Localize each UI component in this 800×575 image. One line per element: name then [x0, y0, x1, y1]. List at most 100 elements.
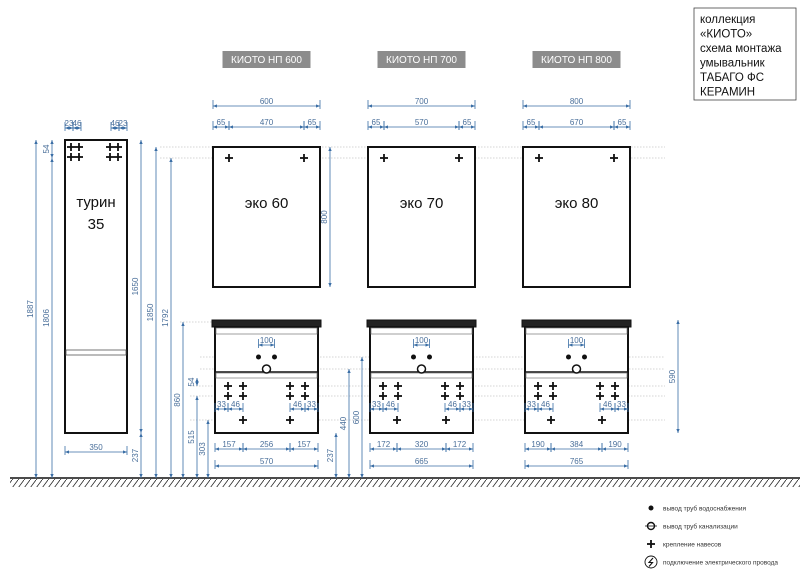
mount-cross-icon — [611, 392, 619, 400]
dim-1850: 1850 — [146, 303, 155, 321]
drain-circle-icon — [416, 364, 427, 374]
mount-cross-icon — [596, 382, 604, 390]
dim-54-vanity: 54 — [187, 377, 196, 386]
dim-vanity-width: 665 — [415, 457, 429, 466]
dim-vanity-width: 570 — [260, 457, 274, 466]
mount-cross-icon — [286, 392, 294, 400]
title-line: ТАБАГО ФС — [700, 72, 764, 84]
mount-cross-icon — [67, 153, 75, 161]
dim-bottom-left: 157 — [222, 440, 236, 449]
mount-cross-icon — [442, 416, 450, 424]
dim-bottom-middle: 256 — [260, 440, 274, 449]
dim-vanity-width: 765 — [570, 457, 584, 466]
mount-cross-icon — [394, 382, 402, 390]
dim-mirror-width: 800 — [570, 97, 584, 106]
mount-cross-icon — [598, 416, 606, 424]
dim-bottom-left: 172 — [377, 440, 391, 449]
dim-23-right: 23 — [119, 119, 128, 128]
dim-mirror-middle: 470 — [260, 118, 274, 127]
water-supply-dot-icon — [566, 354, 571, 360]
dim-mount-b-right: 46 — [603, 400, 612, 409]
countertop — [521, 319, 632, 328]
dim-mirror-height: 800 — [320, 210, 329, 224]
mount-cross-icon — [596, 392, 604, 400]
mount-cross-icon — [441, 392, 449, 400]
mount-cross-icon — [114, 143, 122, 151]
dim-mount-b-left: 46 — [231, 400, 240, 409]
dim-mount-a-right: 33 — [617, 400, 626, 409]
mount-cross-icon — [379, 392, 387, 400]
dim-303: 303 — [198, 442, 207, 456]
dim-mount-a-left: 33 — [372, 400, 381, 409]
drain-circle-icon — [571, 364, 582, 374]
mount-cross-icon — [75, 153, 83, 161]
water-supply-dot-icon — [582, 354, 587, 360]
dim-590: 590 — [668, 369, 677, 383]
mount-cross-icon — [106, 153, 114, 161]
mount-cross-icon — [534, 392, 542, 400]
mount-cross-icon — [379, 382, 387, 390]
model-header-bg — [532, 51, 621, 68]
mount-cross-icon — [114, 153, 122, 161]
water-supply-dot-icon — [648, 505, 654, 511]
mount-cross-icon — [549, 382, 557, 390]
dim-mount-a-left: 33 — [527, 400, 536, 409]
dim-46-right: 46 — [111, 119, 120, 128]
dim-23-left: 23 — [65, 119, 74, 128]
title-line: схема монтажа — [700, 43, 782, 55]
countertop — [366, 319, 477, 328]
mount-cross-icon — [547, 416, 555, 424]
dim-cabinet-width: 350 — [89, 443, 103, 452]
mount-cross-icon — [225, 154, 233, 162]
title-box — [693, 7, 797, 101]
dim-mount-b-right: 46 — [293, 400, 302, 409]
dim-pipe-spacing: 100 — [260, 336, 274, 345]
legend-label: вывод труб канализации — [663, 523, 738, 531]
dim-46-left: 46 — [73, 119, 82, 128]
model-header: КИОТО НП 600 — [231, 55, 302, 66]
water-supply-dot-icon — [272, 354, 277, 360]
mount-cross-icon — [610, 154, 618, 162]
mount-cross-icon — [75, 143, 83, 151]
cabinet-number: 35 — [88, 216, 105, 233]
dim-pipe-spacing: 100 — [570, 336, 584, 345]
mirror — [367, 146, 476, 288]
mirror-label: эко 60 — [245, 195, 289, 212]
mount-cross-icon — [455, 154, 463, 162]
mount-cross-icon — [393, 416, 401, 424]
mount-cross-icon — [239, 392, 247, 400]
model-header: КИОТО НП 700 — [386, 55, 457, 66]
mount-cross-icon — [300, 154, 308, 162]
dim-54-top: 54 — [42, 144, 51, 153]
water-supply-dot-icon — [427, 354, 432, 360]
mirror-label: эко 70 — [400, 195, 444, 212]
dim-237-cabinet: 237 — [131, 448, 140, 462]
dim-mount-a-right: 33 — [462, 400, 471, 409]
floor-hatch — [10, 479, 800, 487]
dim-pipe-spacing: 100 — [415, 336, 429, 345]
mount-cross-icon — [380, 154, 388, 162]
mount-cross-icon — [647, 540, 655, 548]
dim-mount-b-left: 46 — [541, 400, 550, 409]
mirror — [522, 146, 631, 288]
dim-1792: 1792 — [161, 309, 170, 327]
dim-515: 515 — [187, 430, 196, 444]
mount-cross-icon — [67, 143, 75, 151]
cabinet-name: турин — [76, 194, 115, 211]
countertop — [211, 319, 322, 328]
title-line: «КИОТО» — [700, 29, 752, 41]
tall-cabinet — [64, 139, 128, 434]
water-supply-dot-icon — [411, 354, 416, 360]
dim-mirror-width: 700 — [415, 97, 429, 106]
cabinet-shelf-rail — [65, 349, 127, 356]
mount-cross-icon — [456, 392, 464, 400]
dim-mirror-width: 600 — [260, 97, 274, 106]
mount-cross-icon — [534, 382, 542, 390]
dim-860: 860 — [173, 393, 182, 407]
dim-bottom-right: 172 — [453, 440, 467, 449]
dim-bottom-middle: 320 — [415, 440, 429, 449]
legend-label: крепление навесов — [663, 542, 722, 549]
dim-mirror-side-left: 65 — [217, 118, 226, 127]
mount-cross-icon — [286, 416, 294, 424]
